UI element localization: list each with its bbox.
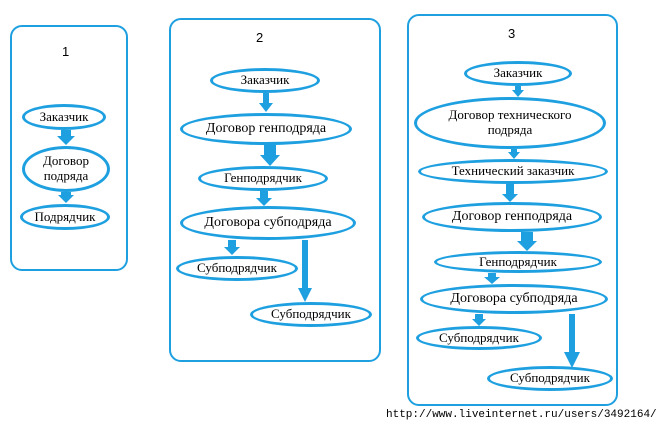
node-p2-subcontracts: Договора субподряда	[180, 206, 356, 240]
node-p3-gencontract: Договор генподряда	[422, 202, 602, 232]
node-p2-gencontractor: Генподрядчик	[198, 166, 328, 191]
node-p3-subcontractor-1: Субподрядчик	[416, 326, 542, 350]
node-p1-customer: Заказчик	[22, 104, 106, 130]
node-p2-subcontractor-2: Субподрядчик	[250, 302, 372, 327]
node-p2-customer: Заказчик	[210, 68, 320, 93]
node-p3-customer: Заказчик	[464, 61, 572, 86]
node-p2-gencontract: Договор генподряда	[180, 113, 352, 145]
node-p1-contract: Договор подряда	[22, 146, 110, 192]
node-p3-tech-customer: Технический заказчик	[418, 159, 608, 184]
node-p3-tech-contract: Договор технического подряда	[414, 97, 606, 149]
panel-3-number: 3	[508, 26, 516, 41]
node-p1-contractor: Подрядчик	[20, 204, 110, 230]
panel-2-number: 2	[256, 30, 264, 45]
node-p3-subcontractor-2: Субподрядчик	[487, 366, 613, 391]
node-p3-subcontracts: Договора субподряда	[420, 284, 608, 314]
panel-1-number: 1	[62, 44, 70, 59]
watermark-url: http://www.liveinternet.ru/users/3492164…	[386, 409, 657, 421]
node-p3-gencontractor: Генподрядчик	[434, 251, 602, 273]
node-p2-subcontractor-1: Субподрядчик	[176, 256, 298, 281]
